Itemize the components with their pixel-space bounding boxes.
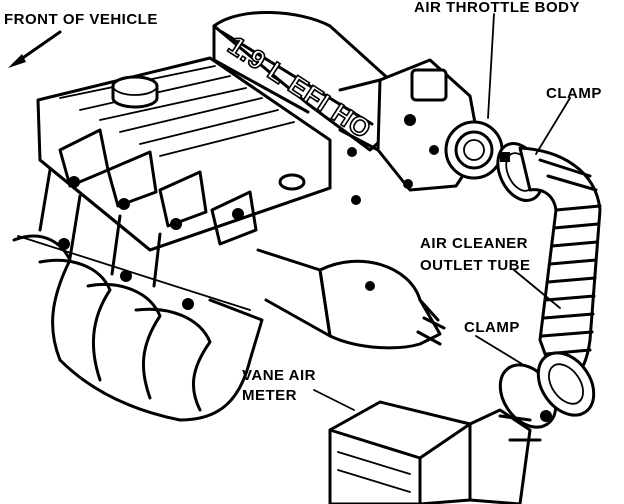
exhaust-manifold — [12, 234, 264, 422]
front-of-vehicle-label: FRONT OF VEHICLE — [4, 11, 158, 28]
vane-air-meter-label-line2: METER — [242, 387, 297, 404]
vane-air-meter-label-line1: VANE AIR — [242, 367, 316, 384]
air-inlet-cone — [256, 248, 446, 350]
air-throttle-body — [338, 58, 504, 192]
leader-lines — [313, 13, 571, 411]
air-cleaner-outlet-tube-label-line1: AIR CLEANER — [420, 235, 528, 252]
air-cleaner-outlet-tube-label-line2: OUTLET TUBE — [420, 257, 531, 274]
lower-clamp — [498, 351, 596, 429]
air-cleaner-outlet-tube — [518, 146, 602, 386]
valve-cover — [36, 56, 332, 288]
front-direction-arrow — [8, 30, 62, 68]
vane-air-meter — [328, 400, 542, 504]
lower-clamp-label: CLAMP — [464, 319, 520, 336]
air-throttle-body-label: AIR THROTTLE BODY — [414, 0, 580, 16]
upper-clamp-label: CLAMP — [546, 85, 602, 102]
